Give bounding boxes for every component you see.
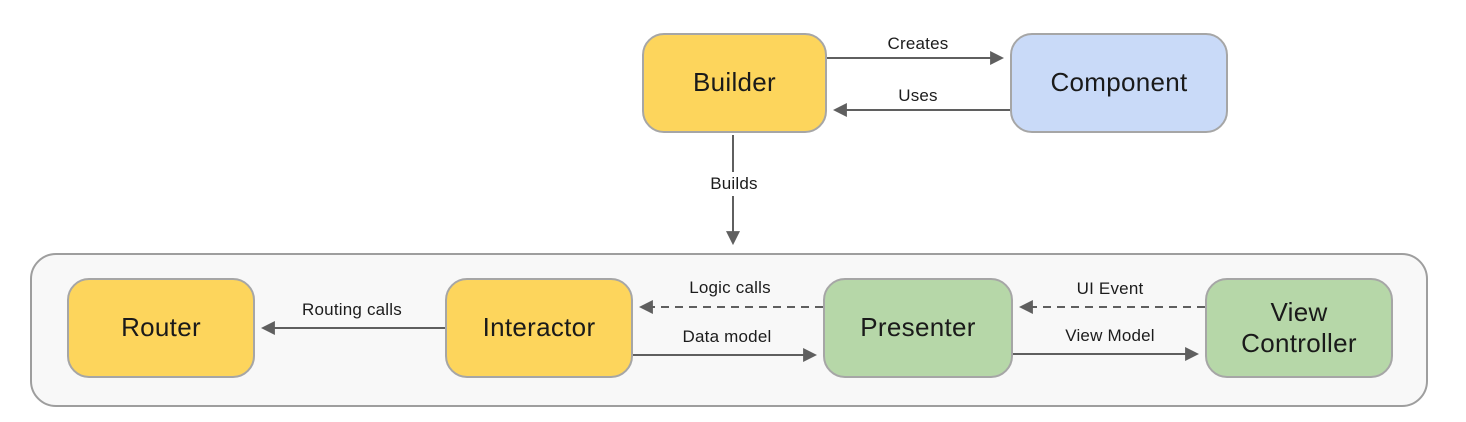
node-builder: Builder (642, 33, 827, 133)
edge-label-routing-calls: Routing calls (302, 300, 402, 319)
edge-label-logic-calls: Logic calls (689, 278, 771, 297)
node-component: Component (1010, 33, 1228, 133)
node-view-controller: View Controller (1205, 278, 1393, 378)
edge-label-view-model: View Model (1065, 326, 1155, 345)
edge-label-ui-event: UI Event (1076, 279, 1144, 298)
edge-label-uses: Uses (898, 86, 938, 105)
edge-label-builds: Builds (704, 172, 764, 196)
node-router: Router (67, 278, 255, 378)
edge-label-creates: Creates (887, 34, 949, 53)
node-interactor: Interactor (445, 278, 633, 378)
edge-label-data-model: Data model (682, 327, 772, 346)
node-presenter: Presenter (823, 278, 1013, 378)
